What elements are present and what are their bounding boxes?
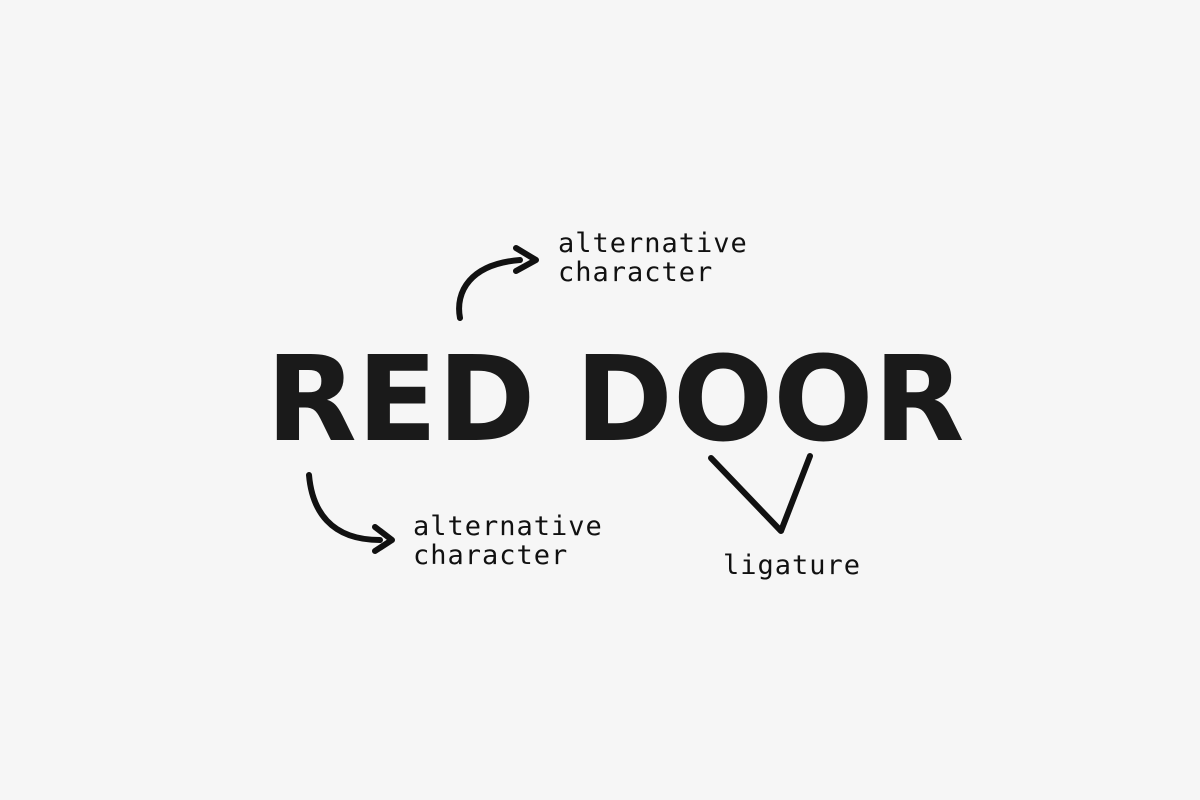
top-annotation-line-2: character — [558, 257, 714, 288]
ligature-marker-icon — [708, 453, 813, 534]
headline-word-door: DOOR — [575, 330, 964, 468]
bottom-annotation: alternative character — [413, 512, 603, 570]
bottom-arrow-icon — [306, 472, 395, 554]
ligature-annotation: ligature — [723, 550, 862, 581]
top-annotation: alternative character — [558, 229, 748, 287]
top-annotation-line-1: alternative — [558, 228, 748, 259]
top-arrow-icon — [456, 245, 539, 321]
bottom-annotation-line-2: character — [413, 540, 569, 571]
headline-word-red: RED — [266, 330, 535, 468]
bottom-annotation-line-1: alternative — [413, 511, 603, 542]
